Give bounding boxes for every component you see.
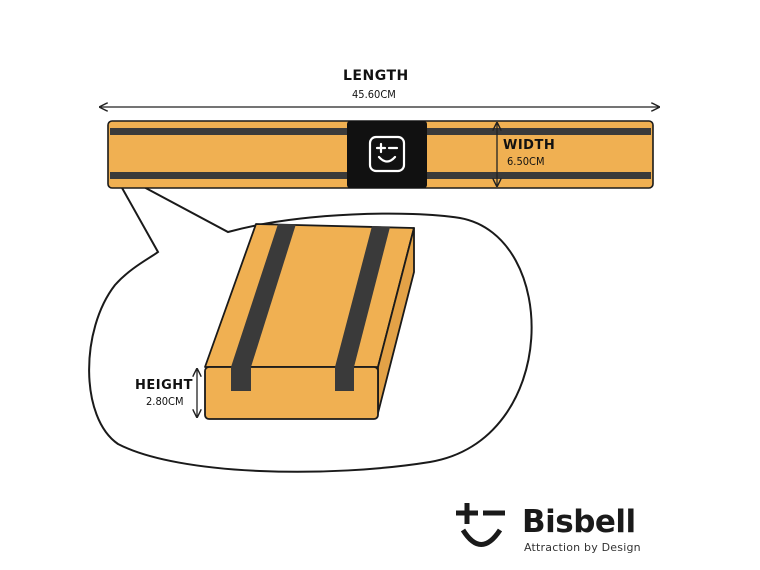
height-label: HEIGHT (135, 378, 194, 393)
length-value: 45.60CM (352, 88, 396, 101)
height-value: 2.80CM (146, 395, 184, 408)
width-label: WIDTH (503, 138, 556, 153)
brand-tagline: Attraction by Design (524, 541, 641, 554)
brand-name: Bisbell (522, 504, 636, 540)
length-label: LENGTH (343, 68, 409, 84)
brand-logo-icon (456, 503, 505, 547)
magnet-bar-zoom-3d (204, 223, 415, 420)
badge-plus-minus-smile-icon (375, 142, 399, 163)
width-value: 6.50CM (507, 155, 545, 168)
bar-logo-badge (347, 121, 427, 188)
